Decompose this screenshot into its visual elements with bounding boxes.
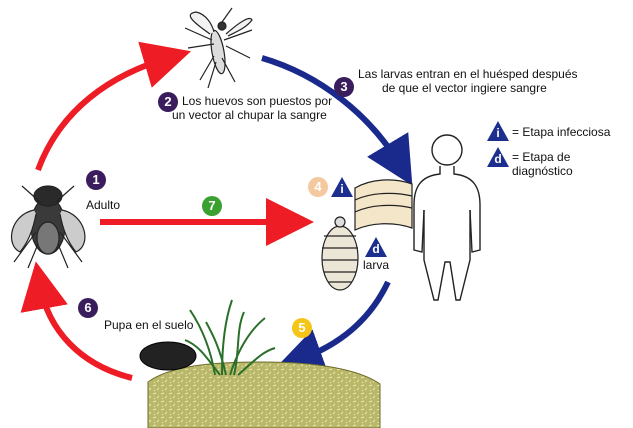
stage-label-2-line1: Los huevos son puestos por xyxy=(182,94,333,108)
stage-badge-1: 1 xyxy=(86,170,106,190)
stage-badge-6: 6 xyxy=(78,298,98,318)
larva-illustration xyxy=(321,216,359,291)
legend-infective-letter: i xyxy=(496,126,500,140)
stage-badge-7: 7 xyxy=(202,196,222,216)
arrow-soil-to-adult xyxy=(20,261,133,381)
stage-badge-5: 5 xyxy=(292,318,312,338)
mosquito-vector-illustration xyxy=(184,7,253,89)
arrow-host-to-soil xyxy=(275,280,391,375)
stage-badge-4: 4 xyxy=(308,177,328,197)
stage-label-3-line2: de que el vector ingiere sangre xyxy=(382,81,547,95)
soil-mound xyxy=(147,361,381,428)
human-host-illustration xyxy=(413,134,481,301)
diagnostic-stage-marker: d xyxy=(364,236,388,258)
stage-label-pupa: Pupa en el suelo xyxy=(104,318,194,332)
skin-section-illustration xyxy=(354,179,413,231)
stage-badge-2: 2 xyxy=(158,92,178,112)
legend-diagnostic-text: = Etapa de diagnóstico xyxy=(512,150,573,178)
legend-diagnostic-letter: d xyxy=(494,152,502,166)
stage-label-3-line1: Las larvas entran en el huésped después xyxy=(358,67,578,81)
legend-infective-text: = Etapa infecciosa xyxy=(512,125,611,139)
arrow-adult-to-vector xyxy=(35,41,192,172)
infective-stage-marker: i xyxy=(330,176,354,198)
grass-illustration xyxy=(184,299,276,376)
legend-diagnostic-triangle: d xyxy=(486,146,510,168)
stage-label-2-line2: un vector al chupar la sangre xyxy=(172,108,327,122)
adult-fly-illustration xyxy=(11,185,86,269)
stage-label-adult: Adulto xyxy=(86,198,121,212)
stage-badge-3: 3 xyxy=(334,77,354,97)
legend-infective-triangle: i xyxy=(486,120,510,142)
infective-marker-letter: i xyxy=(340,182,344,196)
larva-label: larva xyxy=(363,258,390,272)
diagnostic-marker-letter: d xyxy=(372,242,380,256)
arrow-vector-to-host xyxy=(261,55,413,186)
pupa-illustration xyxy=(139,341,197,371)
